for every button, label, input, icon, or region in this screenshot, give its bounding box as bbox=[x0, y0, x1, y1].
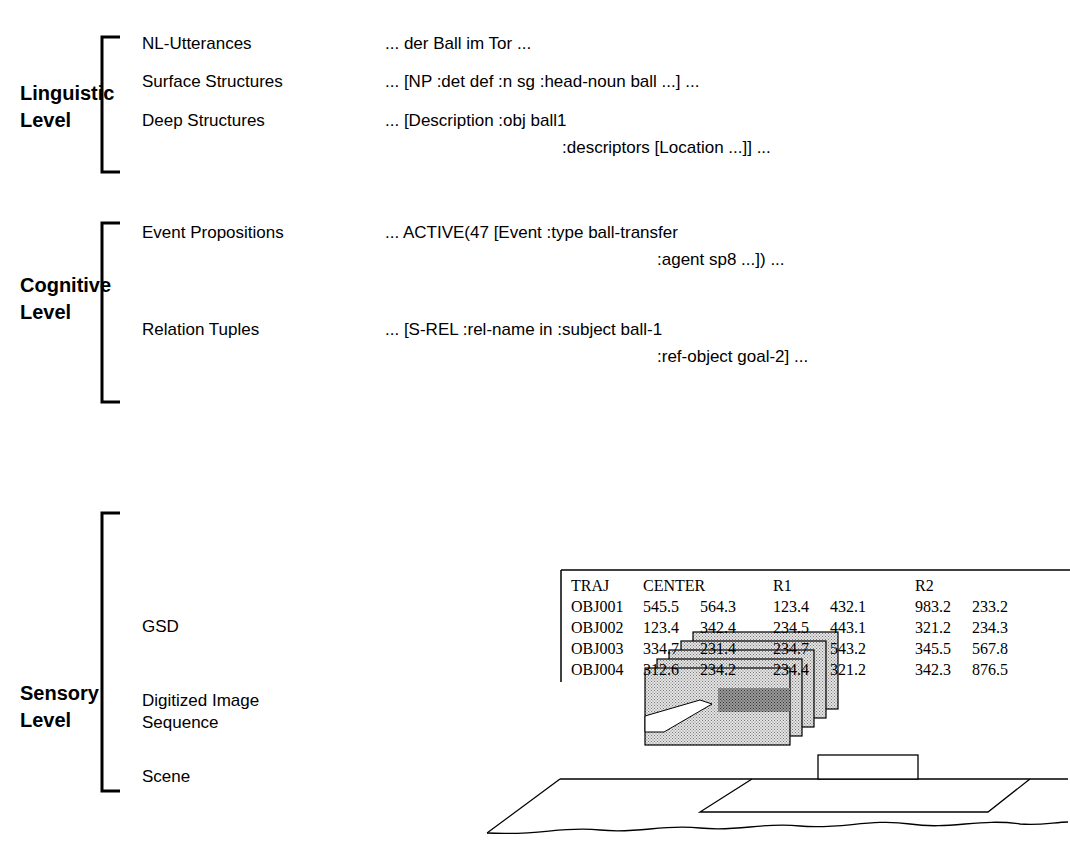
table-cell: 321.2 bbox=[915, 618, 951, 637]
table-cell: 432.1 bbox=[830, 597, 866, 616]
layer-name: Deep Structures bbox=[142, 111, 265, 131]
example-text: :ref-object goal-2] ... bbox=[657, 347, 808, 367]
table-cell: 543.2 bbox=[830, 639, 866, 658]
table-cell: OBJ002 bbox=[571, 618, 623, 637]
layer-name: Event Propositions bbox=[142, 223, 284, 243]
table-cell: 342.3 bbox=[915, 660, 951, 679]
example-text: ... [Description :obj ball1 bbox=[385, 111, 566, 131]
table-header: R1 bbox=[773, 576, 792, 595]
table-cell: 234.2 bbox=[700, 660, 736, 679]
table-cell: OBJ004 bbox=[571, 660, 623, 679]
table-cell: 231.4 bbox=[700, 639, 736, 658]
table-cell: 545.5 bbox=[643, 597, 679, 616]
table-cell: 312.6 bbox=[643, 660, 679, 679]
example-text: ... [NP :det def :n sg :head-noun ball .… bbox=[385, 72, 699, 92]
level-label: Cognitive Level bbox=[20, 272, 120, 326]
table-cell: 876.5 bbox=[972, 660, 1008, 679]
example-text: ... ACTIVE(47 [Event :type ball-transfer bbox=[385, 223, 678, 243]
layer-name: Surface Structures bbox=[142, 72, 283, 92]
table-cell: 342.4 bbox=[700, 618, 736, 637]
level-label: Linguistic Level bbox=[20, 80, 120, 134]
layer-name: Scene bbox=[142, 767, 190, 787]
layer-name: Relation Tuples bbox=[142, 320, 259, 340]
table-cell: 983.2 bbox=[915, 597, 951, 616]
table-cell: 123.4 bbox=[643, 618, 679, 637]
table-header: R2 bbox=[915, 576, 934, 595]
table-cell: 234.4 bbox=[773, 660, 809, 679]
table-cell: 321.2 bbox=[830, 660, 866, 679]
example-text: ... der Ball im Tor ... bbox=[385, 34, 531, 54]
table-cell: 567.8 bbox=[972, 639, 1008, 658]
level-bracket bbox=[102, 37, 120, 791]
table-cell: 234.5 bbox=[773, 618, 809, 637]
table-cell: 443.1 bbox=[830, 618, 866, 637]
example-text: :descriptors [Location ...]] ... bbox=[562, 138, 771, 158]
layer-name: NL-Utterances bbox=[142, 34, 252, 54]
table-cell: 564.3 bbox=[700, 597, 736, 616]
table-cell: 123.4 bbox=[773, 597, 809, 616]
table-header: TRAJ bbox=[571, 576, 609, 595]
soccer-field bbox=[487, 755, 1068, 834]
layer-name: Digitized Image Sequence bbox=[142, 690, 277, 734]
layer-name: GSD bbox=[142, 617, 179, 637]
table-cell: 345.5 bbox=[915, 639, 951, 658]
table-cell: OBJ003 bbox=[571, 639, 623, 658]
table-cell: 334.7 bbox=[643, 639, 679, 658]
table-cell: 234.7 bbox=[773, 639, 809, 658]
example-text: ... [S-REL :rel-name in :subject ball-1 bbox=[385, 320, 662, 340]
table-cell: 233.2 bbox=[972, 597, 1008, 616]
example-text: :agent sp8 ...]) ... bbox=[657, 250, 785, 270]
table-cell: OBJ001 bbox=[571, 597, 623, 616]
level-label: Sensory Level bbox=[20, 680, 120, 734]
table-cell: 234.3 bbox=[972, 618, 1008, 637]
table-header: CENTER bbox=[643, 576, 705, 595]
